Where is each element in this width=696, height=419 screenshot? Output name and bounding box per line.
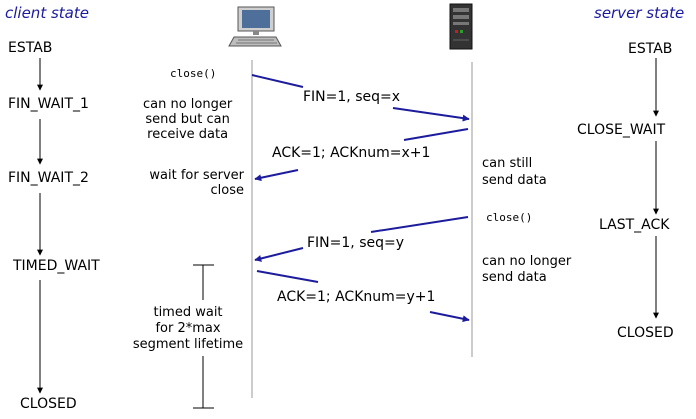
client-state-estab: ESTAB (8, 40, 53, 56)
server-state-closed: CLOSED (617, 325, 674, 341)
fin-x-arrow (251, 74, 304, 88)
server-tower-icon (449, 3, 473, 50)
client-state-closed: CLOSED (20, 396, 77, 412)
server-state-last-ack: LAST_ACK (599, 217, 670, 233)
server-state-close-wait: CLOSE_WAIT (577, 122, 666, 138)
server-state-estab: ESTAB (628, 41, 673, 57)
ack-x-arrow (403, 128, 469, 141)
fin-x-arrow-tail (392, 107, 470, 122)
ack-y-label: ACK=1; ACKnum=y+1 (277, 289, 436, 305)
fin-x-label: FIN=1, seq=x (303, 89, 401, 105)
server-no-send-note: can no longer send data (482, 254, 572, 285)
ack-x-arrow-tail (254, 169, 299, 182)
server-state-header: server state (594, 4, 685, 22)
ack-y-arrow-tail (429, 311, 470, 323)
server-can-send-note: can still send data (482, 156, 547, 188)
timed-wait-bracket (193, 264, 214, 409)
fin-y-label: FIN=1, seq=y (307, 235, 405, 251)
client-state-header: client state (5, 4, 89, 22)
desktop-computer-icon (228, 6, 282, 47)
client-wait-note: wait for server close (149, 168, 244, 198)
client-state-fin-wait-1: FIN_WAIT_1 (8, 96, 89, 112)
ack-y-arrow (256, 270, 319, 283)
client-state-fin-wait-2: FIN_WAIT_2 (8, 170, 89, 186)
fin-y-arrow-tail (254, 247, 304, 262)
client-no-send-note: can no longer send but can receive data (143, 97, 233, 142)
timed-wait-note: timed wait for 2*max segment lifetime (132, 305, 244, 352)
client-close-call: close() (170, 67, 217, 80)
client-state-timed-wait: TIMED_WAIT (13, 258, 100, 274)
server-close-call: close() (486, 211, 533, 224)
fin-y-arrow (370, 216, 469, 233)
ack-x-label: ACK=1; ACKnum=x+1 (272, 145, 431, 161)
